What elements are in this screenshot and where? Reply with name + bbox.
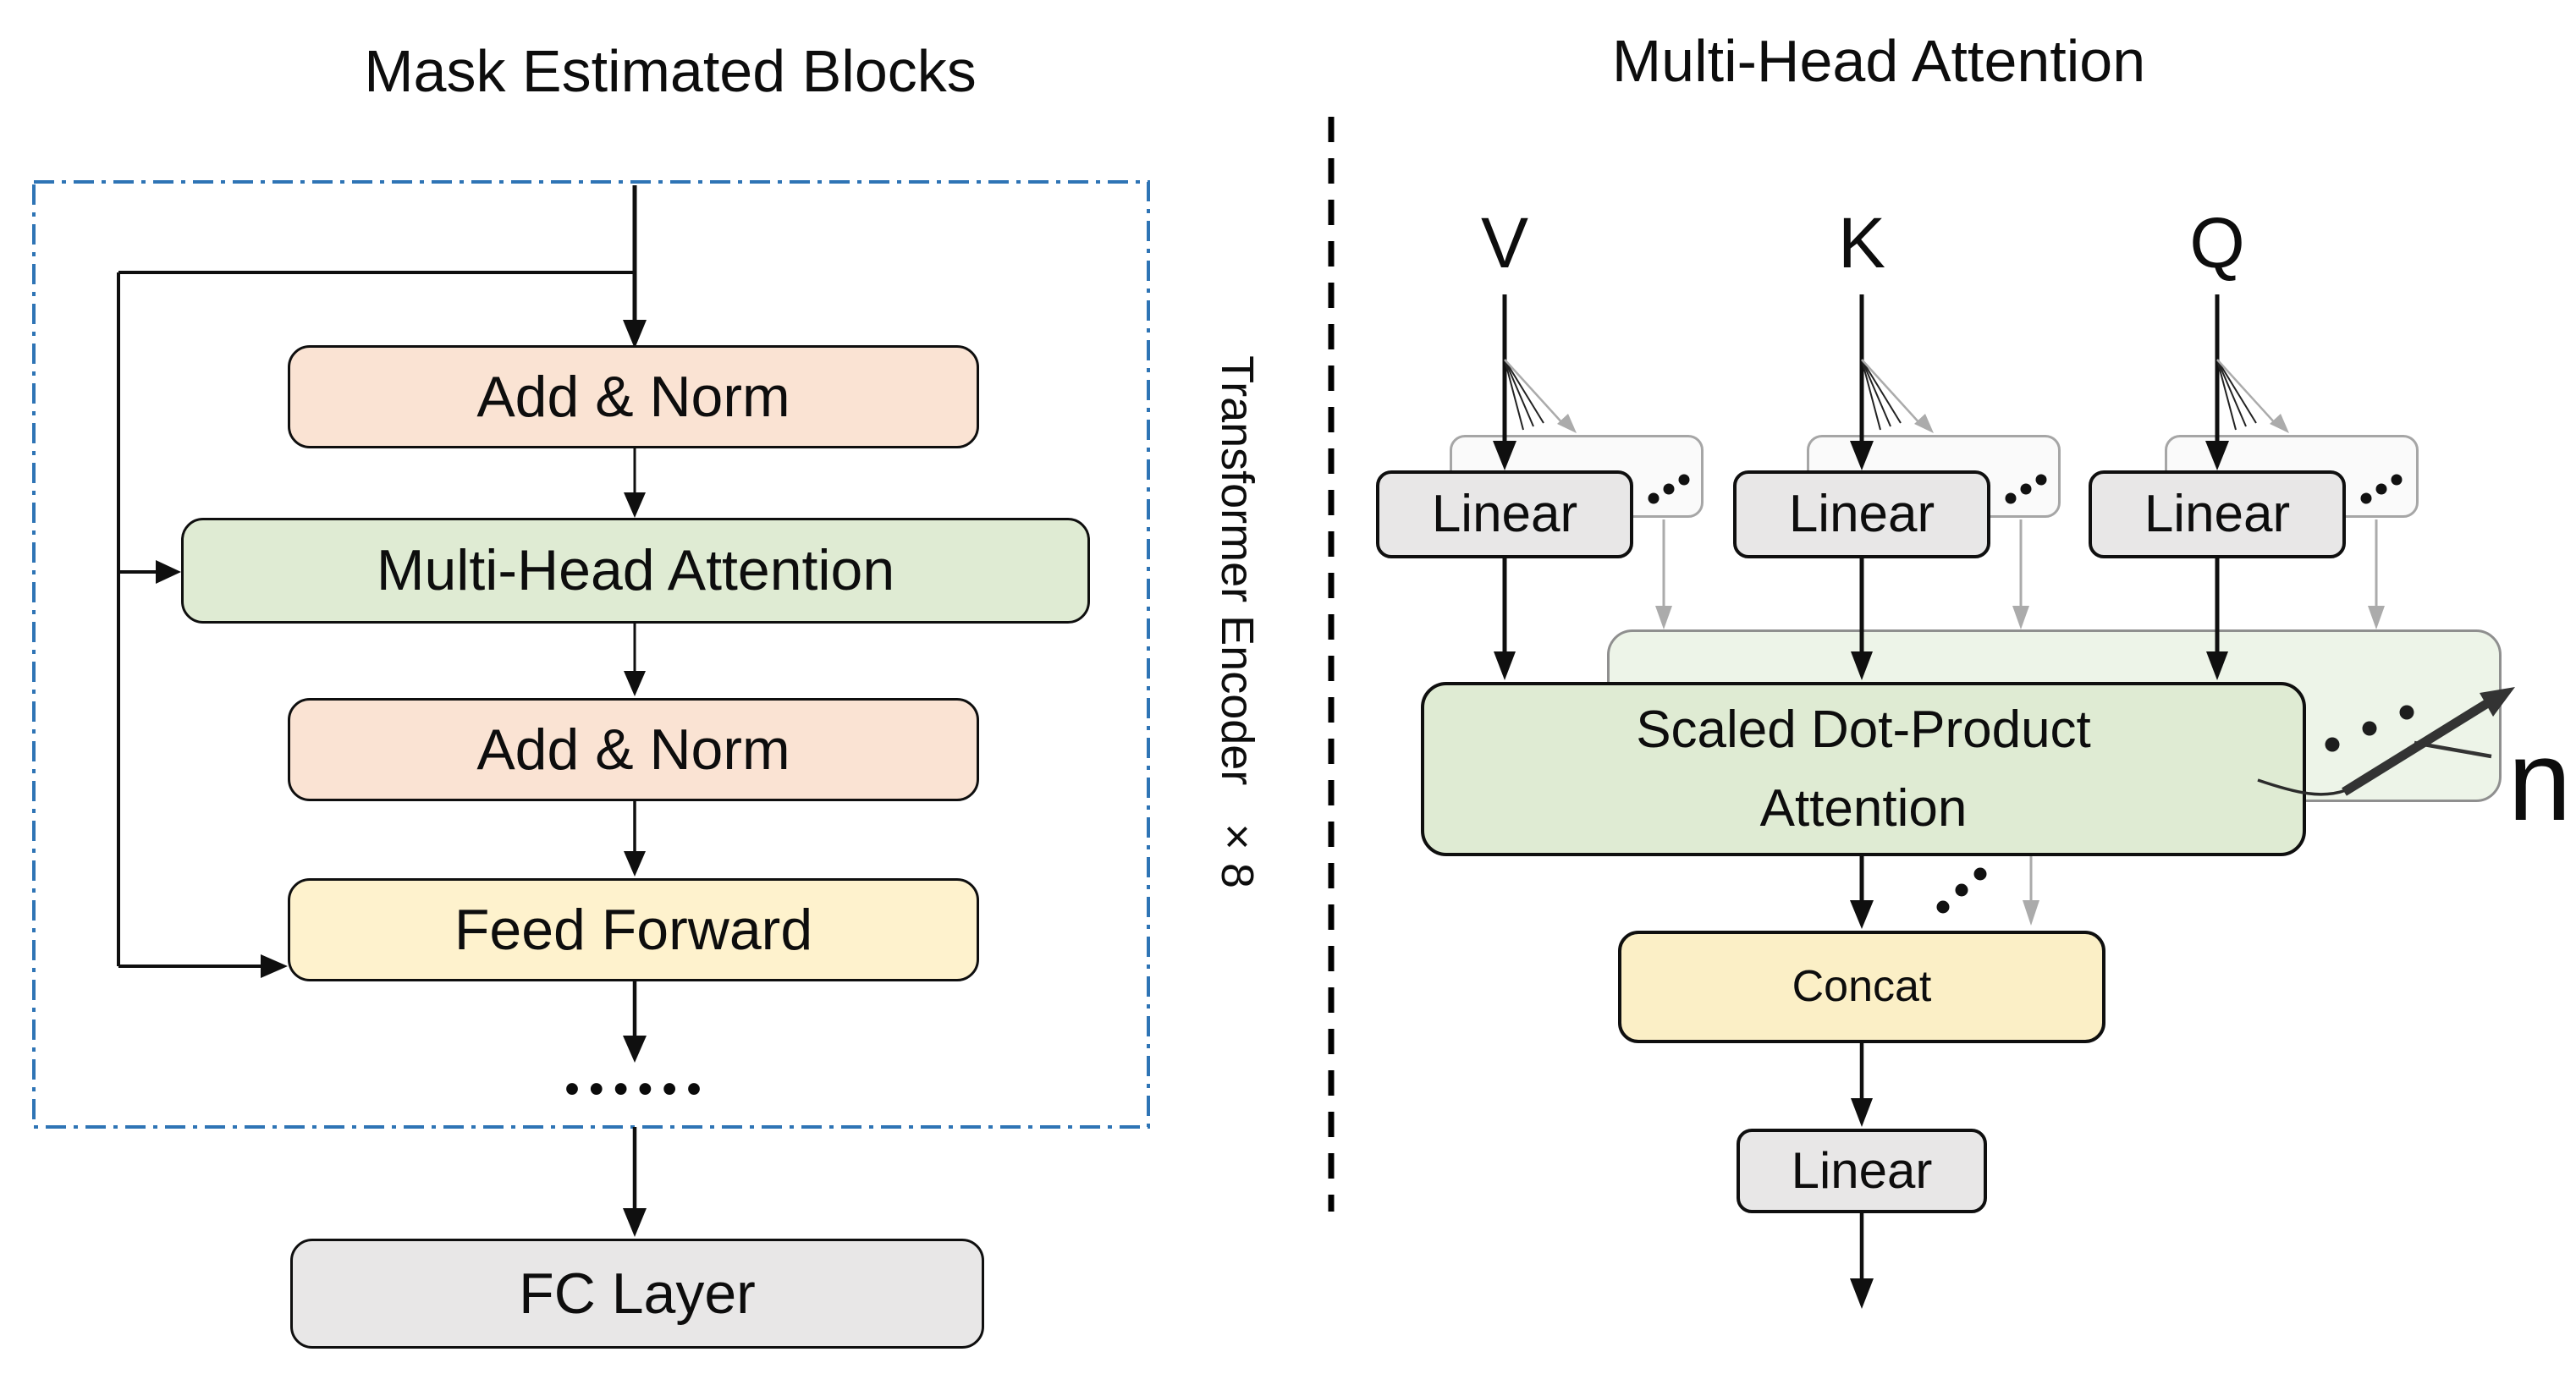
v-column-arrows: [1493, 294, 1690, 680]
encoder-dashed-border: [32, 180, 1150, 1129]
input-v-label: V: [1480, 202, 1529, 283]
feed-forward-box: Feed Forward: [288, 878, 979, 981]
attention-box-text: Scaled Dot-Product Attention: [1636, 701, 2091, 838]
concat-box: Concat: [1618, 931, 2105, 1043]
heads-count-arrowhead: [2480, 687, 2515, 717]
left-flow-arrows: [117, 185, 647, 1237]
right-panel-title: Multi-Head Attention: [1611, 28, 2146, 94]
q-column-arrows: [2205, 294, 2403, 680]
num-heads-label: n: [2507, 717, 2572, 844]
linear-v-box: Linear: [1376, 470, 1633, 558]
output-linear-box: Linear: [1737, 1129, 1987, 1213]
linear-k-box: Linear: [1733, 470, 1990, 558]
fc-layer-box: FC Layer: [290, 1239, 984, 1349]
k-column-arrows: [1850, 294, 2047, 680]
multi-head-attention-box: Multi-Head Attention: [181, 518, 1090, 624]
right-bottom-arrows: [1850, 802, 2039, 1309]
input-q-label: Q: [2189, 202, 2245, 283]
input-k-label: K: [1837, 202, 1886, 283]
add-norm-top-box: Add & Norm: [288, 345, 979, 448]
repeat-ellipsis: ••••••: [564, 1066, 712, 1112]
linear-q-box: Linear: [2089, 470, 2346, 558]
scaled-dot-product-attention-box: Scaled Dot-Product Attention: [1421, 682, 2306, 856]
add-norm-bottom-box: Add & Norm: [288, 698, 979, 801]
left-panel-title: Mask Estimated Blocks: [364, 38, 977, 104]
